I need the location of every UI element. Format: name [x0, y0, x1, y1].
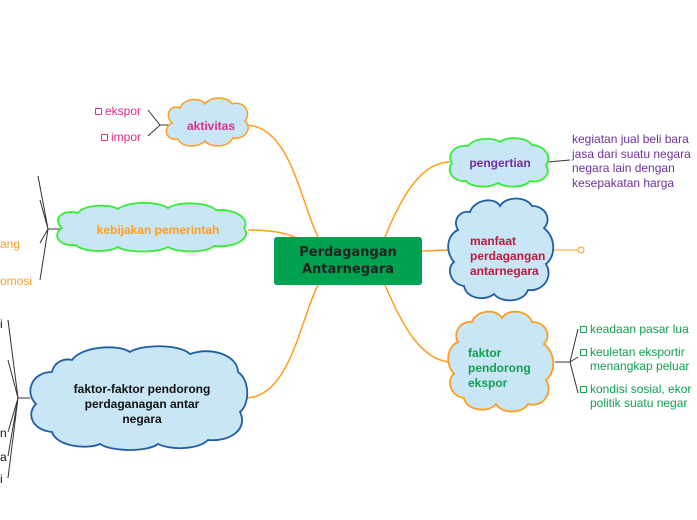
kebijakan-item-partial-2[interactable]: omosi: [0, 274, 33, 288]
pengertian-title: pengertian: [469, 156, 531, 170]
connector-faktor-ekspor: [384, 284, 453, 363]
faktor-antar-title: faktor-faktor pendorong perdaganagan ant…: [73, 382, 211, 426]
faktor-antar-item-partial-3[interactable]: a: [0, 450, 7, 464]
checkbox-icon: [580, 349, 587, 357]
faktor-ekspor-item-3[interactable]: kondisi sosial, ekor politik suatu negar: [580, 382, 691, 410]
pengertian-definition[interactable]: kegiatan jual beli bara jasa dari suatu …: [572, 132, 691, 190]
faktor-ekspor-cloud[interactable]: [447, 310, 555, 413]
faktor-antar-item-partial-2[interactable]: n: [0, 426, 7, 440]
faktor-ekspor-item-2[interactable]: keuletan eksportir menangkap peluar: [580, 345, 689, 373]
aktivitas-item-impor[interactable]: impor: [101, 130, 141, 144]
connector-manfaat: [421, 249, 450, 252]
manfaat-title: manfaat perdagangan antarnegara: [470, 234, 546, 278]
faktor-ekspor-title: faktor pendorong ekspor: [468, 346, 531, 390]
checkbox-icon: [580, 386, 587, 394]
connector-faktor-antar: [244, 284, 319, 399]
aktivitas-item-ekspor[interactable]: ekspor: [95, 104, 141, 118]
manfaat-cloud[interactable]: [447, 197, 555, 302]
pengertian-cloud[interactable]: [448, 137, 550, 188]
connector-aktivitas: [244, 124, 319, 238]
kebijakan-cloud[interactable]: [56, 201, 247, 253]
aktivitas-title: aktivitas: [186, 119, 236, 133]
kebijakan-title: kebijakan pemerintah: [96, 223, 220, 237]
checkbox-icon: [95, 108, 102, 116]
checkbox-icon: [101, 134, 108, 142]
faktor-antar-item-partial-4[interactable]: i: [0, 472, 3, 486]
connector-pengertian: [384, 161, 451, 238]
faktor-antar-cloud[interactable]: [29, 345, 249, 451]
checkbox-icon: [580, 326, 587, 334]
central-topic-line2: Antarnegara: [301, 262, 395, 277]
central-topic-line1: Perdagangan: [299, 245, 397, 260]
faktor-ekspor-item-1[interactable]: keadaan pasar lua: [580, 322, 689, 336]
collapse-toggle-icon[interactable]: [577, 246, 585, 254]
kebijakan-item-partial-1[interactable]: ang: [0, 237, 21, 251]
faktor-antar-item-partial-1[interactable]: i: [0, 317, 3, 331]
aktivitas-cloud[interactable]: [165, 97, 249, 147]
